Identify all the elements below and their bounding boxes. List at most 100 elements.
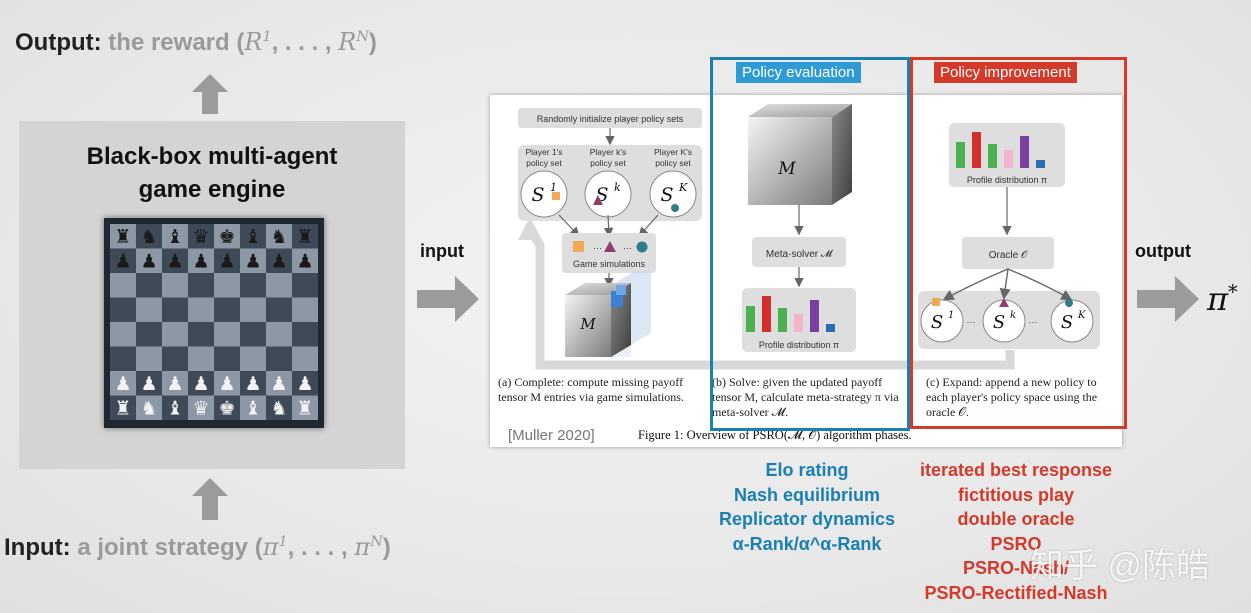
svg-text:···: ···: [967, 317, 976, 327]
tensor-label: M: [579, 315, 596, 333]
player-label: Player k's: [590, 147, 627, 157]
square-token-icon: [932, 298, 940, 306]
profile-label-eval: Profile distribution π: [759, 340, 839, 350]
right-arrow-input: [417, 276, 479, 322]
circle-token-icon: [636, 241, 648, 253]
game-sim-label: Game simulations: [573, 259, 646, 269]
improvement-methods-list: iterated best response fictitious play d…: [896, 458, 1136, 605]
improve-method-do: double oracle: [957, 509, 1075, 529]
white-piece: ♚: [218, 398, 235, 420]
black-piece: ♝: [244, 226, 261, 248]
output-description: the reward (R1, . . . , RN): [108, 28, 377, 56]
white-pawn: ♟: [140, 373, 157, 395]
black-pawn: ♟: [218, 251, 235, 273]
chessboard-image: ♜♞♝♛♚♝♞♜♟♟♟♟♟♟♟♟♟♟♟♟♟♟♟♟♜♞♝♛♚♝♞♜: [104, 218, 324, 428]
meta-solver-label: Meta-solver 𝓜: [766, 249, 834, 260]
meta-solver-box: [752, 237, 846, 267]
profile-label-improve: Profile distribution π: [967, 175, 1047, 185]
expanded-set-index: K: [1077, 310, 1086, 321]
input-label: Input: a joint strategy (π1, . . . , πN): [4, 533, 391, 561]
white-pawn: ♟: [296, 373, 313, 395]
expanded-set-symbol: S: [931, 312, 943, 333]
profile-bar: [1020, 136, 1029, 168]
white-pawn: ♟: [218, 373, 235, 395]
right-arrow-output: [1137, 276, 1199, 322]
init-box: [518, 108, 702, 128]
black-piece: ♝: [166, 226, 183, 248]
player-label: policy set: [655, 158, 691, 168]
input-description: a joint strategy (π1, . . . , πN): [77, 533, 391, 561]
expanded-set-index: 1: [948, 310, 954, 321]
white-pawn: ♟: [192, 373, 209, 395]
black-pawn: ♟: [192, 251, 209, 273]
circle-token-icon: [1065, 299, 1073, 307]
circle-token-icon: [671, 204, 679, 212]
white-piece: ♜: [296, 398, 313, 420]
policy-set-index: 1: [550, 181, 557, 194]
black-piece: ♜: [296, 226, 313, 248]
triangle-token-icon: [593, 195, 603, 205]
payoff-tensor-cube: [565, 271, 651, 357]
white-piece: ♜: [114, 398, 131, 420]
expanded-set-symbol: S: [993, 312, 1005, 333]
up-arrow-input: [192, 478, 228, 520]
black-piece: ♞: [140, 226, 157, 248]
black-piece: ♞: [270, 226, 287, 248]
profile-bar: [1004, 150, 1013, 168]
game-sim-box: [562, 233, 656, 273]
policy-set-circle: [649, 170, 697, 218]
expanded-set-symbol: S: [1061, 312, 1073, 333]
output-arrow-label: output: [1135, 241, 1191, 261]
black-pawn: ♟: [140, 251, 157, 273]
pi-star-symbol: π*: [1207, 280, 1238, 318]
black-piece: ♚: [218, 226, 235, 248]
caption-complete: (a) Complete: compute missing payoff ten…: [498, 375, 684, 404]
psro-diagram: Randomly initialize player policy sets P…: [498, 104, 1100, 444]
triangle-token-icon: [604, 241, 616, 252]
policy-set-index: k: [614, 181, 621, 194]
policy-improvement-badge: Policy improvement: [934, 62, 1077, 83]
square-token-icon: [552, 192, 560, 200]
profile-bar: [810, 300, 819, 332]
profile-bar: [988, 144, 997, 168]
square-token-icon: [573, 241, 584, 252]
output-label: Output: the reward (R1, . . . , RN): [15, 28, 377, 56]
profile-bar: [972, 132, 981, 168]
policy-evaluation-badge: Policy evaluation: [736, 62, 861, 83]
eval-method-elo: Elo rating: [765, 460, 849, 480]
profile-bar: [826, 324, 835, 332]
improve-method-psro: PSRO: [990, 533, 1042, 554]
svg-text:···: ···: [1029, 317, 1038, 327]
policy-evaluation-frame: [710, 57, 910, 431]
policy-improvement-frame: [910, 57, 1127, 429]
caption-expand: (c) Expand: append a new policy to each …: [926, 375, 1098, 419]
improve-method-psro-rn: PSRO-Rectified-Nash: [924, 582, 1108, 603]
black-pawn: ♟: [244, 251, 261, 273]
up-arrow-output: [192, 74, 228, 114]
black-pawn: ♟: [270, 251, 287, 273]
eval-method-alpha-rank: α-Rank/α^α-Rank: [732, 533, 882, 554]
black-pawn: ♟: [114, 251, 131, 273]
player-label: Player 1's: [525, 147, 562, 157]
improve-method-fp: fictitious play: [957, 484, 1074, 505]
input-arrow-label: input: [420, 241, 464, 261]
profile-bar: [762, 296, 771, 332]
eval-cube-label: M: [777, 159, 796, 179]
svg-text:···: ···: [623, 243, 632, 253]
white-piece: ♛: [192, 398, 209, 420]
white-pawn: ♟: [114, 373, 131, 395]
black-pawn: ♟: [166, 251, 183, 273]
ellipsis: ···: [593, 243, 602, 253]
policy-set-symbol: S: [531, 184, 544, 206]
player-label: policy set: [590, 158, 626, 168]
white-pawn: ♟: [166, 373, 183, 395]
improve-method-ibr: iterated best response: [919, 460, 1113, 480]
expanded-set-index: k: [1010, 310, 1016, 321]
watermark: 知乎 @陈皓: [1030, 547, 1210, 585]
citation: [Muller 2020]: [508, 427, 595, 444]
oracle-box: [962, 237, 1054, 269]
white-piece: ♞: [270, 398, 287, 420]
white-pawn: ♟: [244, 373, 261, 395]
white-piece: ♞: [140, 398, 157, 420]
evaluation-cube: [748, 104, 852, 205]
